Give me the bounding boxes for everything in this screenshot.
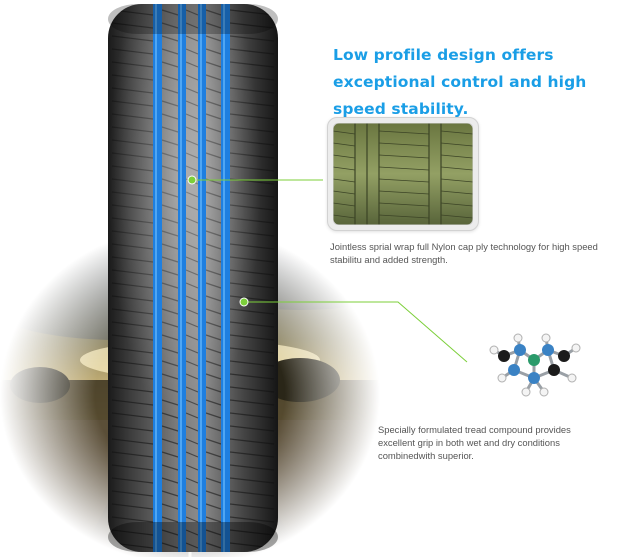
thumb-sipe (440, 142, 473, 147)
feature-caption-nylon: Jointless sprial wrap full Nylon cap ply… (330, 241, 598, 265)
thumb-sipe (440, 166, 473, 171)
thumb-sipe (378, 130, 430, 135)
thumb-sipe (333, 190, 356, 195)
feature-caption-compound: Specially formulated tread compound prov… (378, 424, 571, 461)
tire-tread-illustration (108, 4, 278, 552)
thumb-sipe (440, 214, 473, 219)
thumb-sipe (333, 202, 356, 207)
thumb-sipe (333, 214, 356, 219)
callout-nylon-cap (187, 175, 323, 185)
thumb-sipe (333, 166, 356, 171)
thumb-sipe (440, 130, 473, 135)
tread-closeup-image (327, 117, 479, 231)
tread-closeup-graphic (333, 123, 473, 225)
thumb-sipe (440, 202, 473, 207)
thumb-sipe (378, 154, 430, 159)
tread-groove (153, 4, 162, 552)
headline: Low profile design offers exceptional co… (333, 46, 587, 118)
thumb-sipe (440, 178, 473, 183)
molecule-icon (489, 333, 581, 397)
thumb-sipe (378, 142, 430, 147)
thumb-sipe (440, 154, 473, 159)
thumb-sipe (378, 190, 430, 195)
thumb-sipe (333, 130, 356, 135)
thumb-sipe (378, 202, 430, 207)
callout-tread-compound (239, 297, 468, 363)
callout-dot (239, 297, 249, 307)
tread-groove (221, 4, 230, 552)
thumb-sipe (378, 178, 430, 183)
callout-dot (187, 175, 197, 185)
thumb-sipe (378, 166, 430, 171)
thumb-sipe (333, 178, 356, 183)
thumb-sipe (333, 142, 356, 147)
thumb-sipe (333, 154, 356, 159)
thumb-sipe (440, 190, 473, 195)
thumb-sipe (378, 214, 430, 219)
